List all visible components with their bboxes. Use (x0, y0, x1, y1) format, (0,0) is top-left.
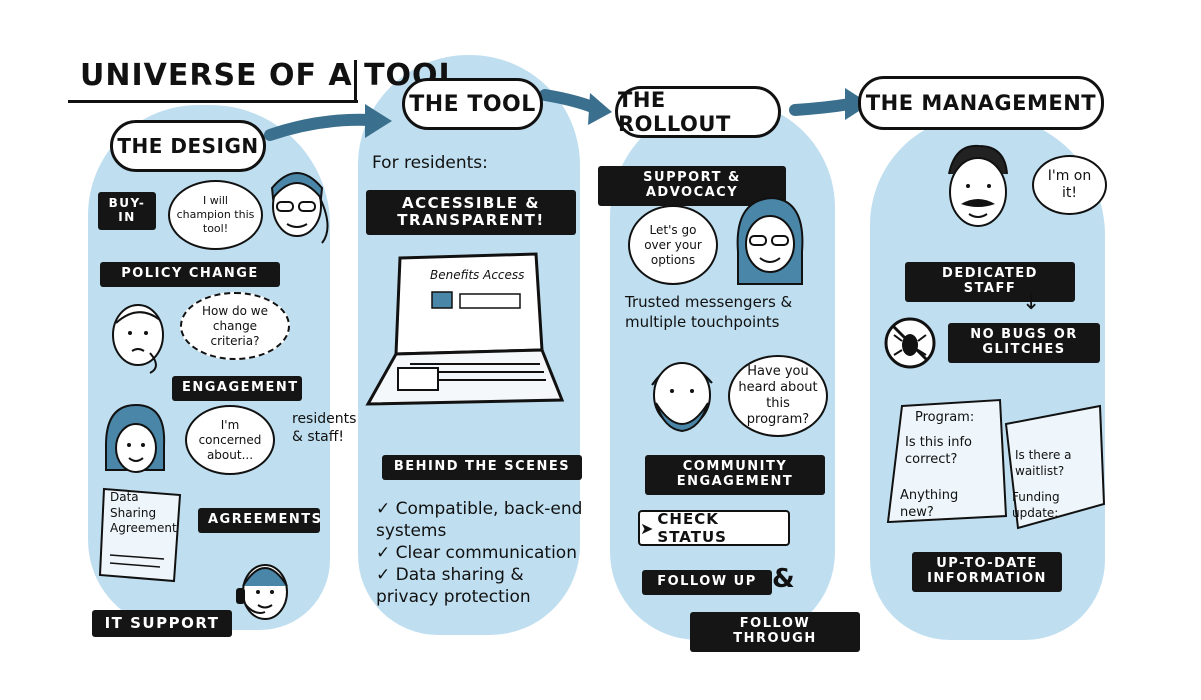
bearded-messenger-icon (651, 362, 713, 433)
doc-left-line-3: Anything new? (900, 488, 959, 520)
tag-engagement: ENGAGEMENT (172, 376, 302, 401)
ampersand-label: & (772, 564, 795, 594)
document-icon (98, 487, 182, 583)
tag-policy-change: POLICY CHANGE (100, 262, 280, 287)
concerned-resident-icon (105, 403, 166, 473)
check-mark-icon: ✓ (376, 565, 391, 586)
checklist-text-3: Data sharing & privacy protection (376, 565, 531, 608)
tag-it-support: IT SUPPORT (92, 610, 232, 638)
bubble-concerned: I'm concerned about... (185, 405, 275, 475)
residents-staff-note: residents & staff! (292, 411, 357, 446)
no-bugs-icon (884, 317, 936, 369)
tag-up-to-date: UP-TO-DATE INFORMATION (912, 552, 1062, 592)
management-documents-icon (886, 398, 1106, 530)
heading-the-tool: THE TOOL (402, 78, 543, 130)
main-title: UNIVERSE OF A TOOL (80, 58, 459, 93)
for-residents-label: For residents: (372, 153, 488, 173)
laptop-screen-label: Benefits Access (430, 268, 525, 282)
advocate-person-icon (736, 196, 804, 285)
bubble-champion: I will champion this tool! (168, 180, 263, 250)
champion-person-icon (270, 172, 329, 244)
arrow-head-3 (845, 88, 870, 120)
bubble-go-over-options: Let's go over your options (628, 205, 718, 285)
check-status-button[interactable]: ➤ CHECK STATUS (638, 510, 790, 546)
arrow-head-1 (365, 104, 392, 138)
tag-no-bugs: NO BUGS OR GLITCHES (948, 323, 1100, 363)
tag-follow-through: FOLLOW THROUGH (690, 612, 860, 652)
check-status-label: CHECK STATUS (657, 510, 727, 546)
document-label: Data Sharing Agreement (110, 490, 177, 536)
check-mark-icon: ✓ (376, 543, 391, 564)
arrow-tool-to-rollout (539, 89, 601, 114)
tag-community-engagement: COMMUNITY ENGAGEMENT (645, 455, 825, 495)
mustache-staff-icon (948, 144, 1008, 227)
arrow-design-to-tool (264, 113, 376, 141)
behind-scenes-checklist: ✓ Compatible, back-end systems ✓ Clear c… (376, 498, 586, 608)
heading-the-design: THE DESIGN (110, 120, 266, 172)
heading-the-rollout: THE ROLLOUT (615, 86, 781, 138)
checklist-item-1: ✓ Compatible, back-end systems (376, 498, 586, 542)
cursor-icon: ➤ (640, 518, 654, 538)
tag-buy-in: BUY-IN (98, 192, 156, 230)
thinking-person-icon (112, 304, 164, 374)
laptop-icon (365, 252, 565, 406)
doc-left-line-2: Is this info correct? (905, 435, 972, 467)
doc-right-line-1: Is there a waitlist? (1015, 448, 1072, 478)
tag-behind-the-scenes: BEHIND THE SCENES (382, 455, 582, 480)
checklist-text-2: Clear communication (395, 543, 577, 564)
check-mark-icon: ✓ (376, 499, 391, 519)
doc-right-line-2: Funding update: (1012, 490, 1060, 520)
doc-left-line-1: Program: (915, 410, 975, 425)
checklist-text-1: Compatible, back-end systems (376, 499, 583, 542)
tag-support-advocacy: SUPPORT & ADVOCACY (598, 166, 786, 206)
title-underline (68, 100, 358, 103)
title-vertical-line (354, 60, 357, 102)
arrow-head-2 (588, 93, 612, 125)
trusted-messengers-note: Trusted messengers & multiple touchpoint… (625, 293, 793, 331)
heading-the-management: THE MANAGEMENT (858, 76, 1104, 130)
tag-follow-up: FOLLOW UP (642, 570, 772, 595)
checklist-item-2: ✓ Clear communication (376, 542, 586, 564)
bubble-on-it: I'm on it! (1032, 155, 1107, 215)
bubble-heard-about-program: Have you heard about this program? (728, 355, 828, 437)
checklist-item-3: ✓ Data sharing & privacy protection (376, 564, 586, 608)
accessible-transparent-highlight: ACCESSIBLE & TRANSPARENT! (366, 190, 576, 235)
bubble-change-criteria: How do we change criteria? (180, 292, 290, 360)
it-support-headset-person-icon (236, 564, 288, 620)
tag-agreements: AGREEMENTS (198, 508, 321, 533)
arrow-rollout-to-management (789, 98, 856, 116)
down-arrow-icon: ↓ (1022, 290, 1041, 315)
tag-dedicated-staff: DEDICATED STAFF (905, 262, 1075, 302)
